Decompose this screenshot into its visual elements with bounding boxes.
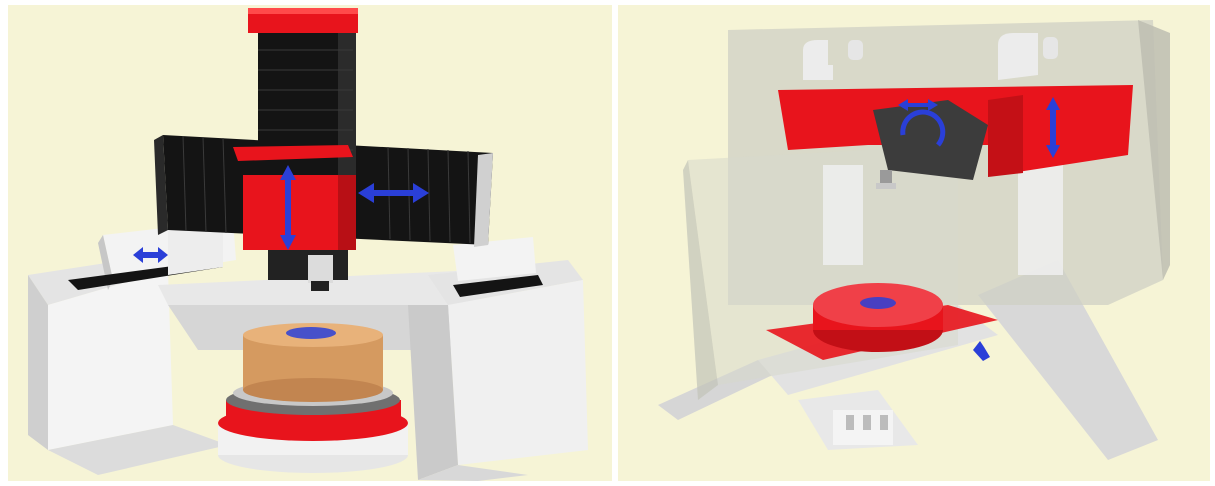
copper-workpiece: [243, 323, 383, 402]
rotation-arrow: [286, 327, 336, 339]
rotation-arrow-table: [860, 297, 896, 309]
enclosed-machine-panel: [618, 5, 1210, 481]
enclosed-machine-illustration: [618, 5, 1210, 481]
gantry-mill-panel: [8, 5, 612, 481]
gantry-mill-illustration: [8, 5, 612, 481]
